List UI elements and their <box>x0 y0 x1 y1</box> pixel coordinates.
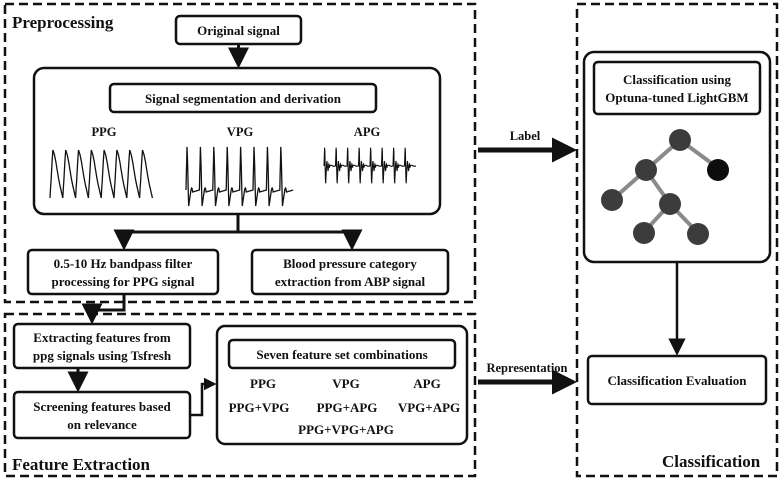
preprocessing-title: Preprocessing <box>12 13 114 32</box>
extracting-box <box>12 322 192 370</box>
segmentation-label: Signal segmentation and derivation <box>145 91 342 106</box>
arrow-to-bp-category <box>238 229 363 251</box>
vpg-waveform <box>185 146 294 207</box>
preprocessing-section <box>3 2 477 304</box>
original-signal-label: Original signal <box>197 23 280 38</box>
classification-using-label-2: Optuna-tuned LightGBM <box>605 90 748 105</box>
apg-signal-label: APG <box>354 125 381 139</box>
classification-using-label-1: Classification using <box>623 72 731 87</box>
evaluation-box <box>586 354 768 406</box>
bandpass-label-1: 0.5-10 Hz bandpass filter <box>54 256 193 271</box>
arrow-screening-to-combinations <box>190 377 217 417</box>
screening-label-1: Screening features based <box>33 399 171 414</box>
feature-extraction-title: Feature Extraction <box>12 455 151 474</box>
tree-node-dark <box>707 159 729 181</box>
combinations-title: Seven feature set combinations <box>256 347 427 362</box>
combo-apg: APG <box>413 376 440 391</box>
ppg-signal-label: PPG <box>92 125 117 139</box>
vpg-signal-label: VPG <box>227 125 254 139</box>
bp-category-box <box>250 248 450 296</box>
classification-title: Classification <box>662 452 761 471</box>
bp-category-label-1: Blood pressure category <box>283 256 417 271</box>
segmentation-box <box>108 82 378 114</box>
tree-node <box>601 189 623 211</box>
bandpass-label-2: processing for PPG signal <box>52 274 195 289</box>
tree-node <box>687 223 709 245</box>
tree-node <box>635 159 657 181</box>
combo-vpg: VPG <box>332 376 359 391</box>
tree-node <box>633 222 655 244</box>
classification-section <box>575 2 779 478</box>
bp-category-label-2: extraction from ABP signal <box>275 274 426 289</box>
arrow-to-bandpass <box>113 214 240 251</box>
tree-node <box>669 129 691 151</box>
feature-extraction-section <box>3 312 477 478</box>
combo-ppg-apg: PPG+APG <box>317 400 378 415</box>
apg-waveform <box>323 147 416 184</box>
evaluation-label: Classification Evaluation <box>607 373 747 388</box>
ppg-waveform <box>49 149 154 199</box>
combo-ppg-vpg: PPG+VPG <box>229 400 290 415</box>
extracting-label-1: Extracting features from <box>33 330 171 345</box>
combo-ppg-vpg-apg: PPG+VPG+APG <box>298 422 394 437</box>
label-arrow-text: Label <box>510 129 541 143</box>
combo-ppg: PPG <box>250 376 276 391</box>
classification-using-box <box>592 60 762 116</box>
combo-vpg-apg: VPG+APG <box>398 400 460 415</box>
extracting-label-2: ppg signals using Tsfresh <box>33 348 172 363</box>
screening-label-2: on relevance <box>67 417 137 432</box>
tree-node <box>659 193 681 215</box>
decision-tree-icon <box>601 129 729 245</box>
combinations-title-box <box>227 338 457 370</box>
arrow-bandpass-to-extracting <box>81 294 126 325</box>
representation-arrow-text: Representation <box>486 361 567 375</box>
